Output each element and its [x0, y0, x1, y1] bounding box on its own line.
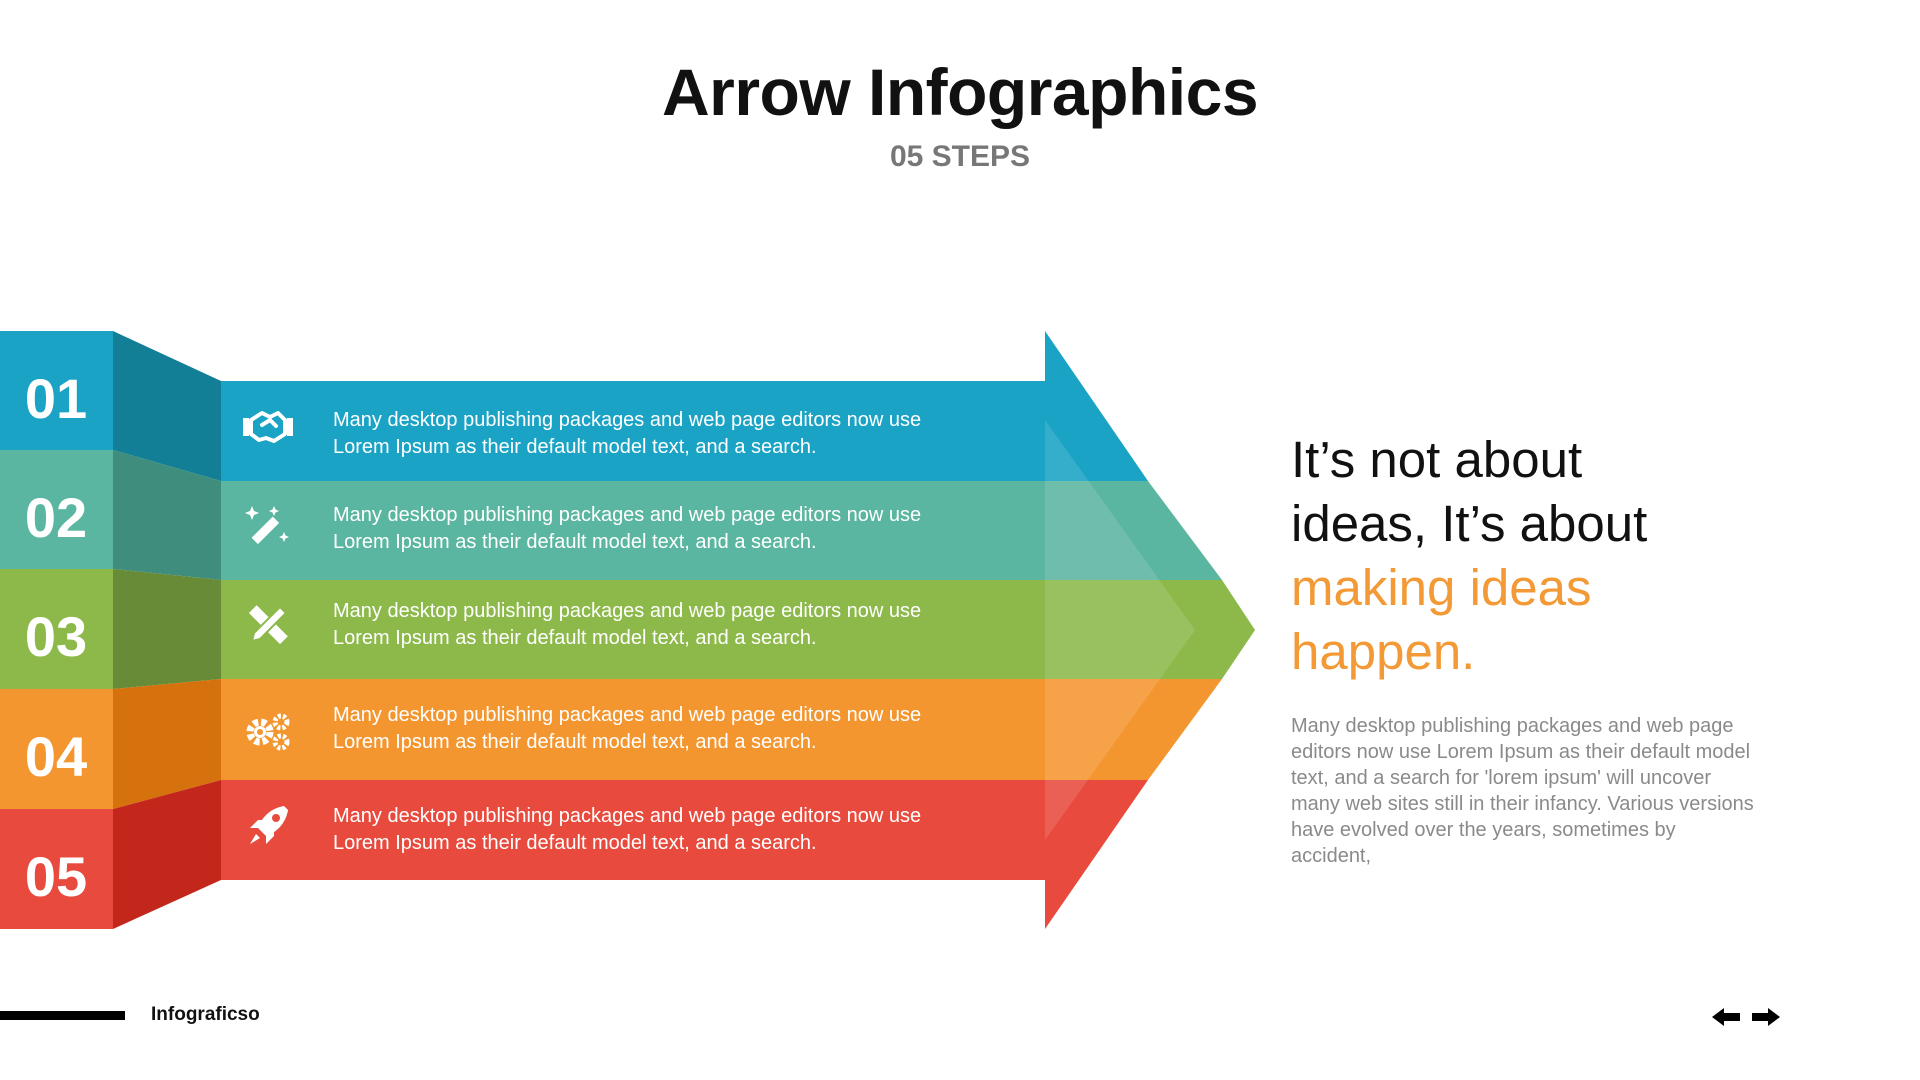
- headline-accent-line: making ideas: [1291, 559, 1592, 616]
- step-text-4: Many desktop publishing packages and web…: [333, 702, 1033, 756]
- arrow-left-icon[interactable]: [1712, 1008, 1740, 1026]
- step-3-fold: [113, 569, 221, 689]
- arrow-right-icon[interactable]: [1752, 1008, 1780, 1026]
- step-number-5: 05: [24, 845, 88, 908]
- step-text-line: Many desktop publishing packages and web…: [333, 600, 922, 622]
- step-2-band: [221, 481, 1222, 580]
- step-2-fold: [113, 450, 221, 580]
- side-headline: It’s not about ideas, It’s about making …: [1291, 428, 1851, 684]
- headline-line: ideas, It’s about: [1291, 495, 1648, 552]
- page-subtitle: 05 STEPS: [889, 140, 1031, 173]
- magic-wand-icon: [245, 506, 289, 545]
- step-text-3: Many desktop publishing packages and web…: [333, 598, 1033, 652]
- step-5-band: [221, 780, 1148, 929]
- slide-navigation: [1712, 1008, 1780, 1026]
- step-4-band: [221, 679, 1222, 780]
- step-text-line: Lorem Ipsum as their default model text,…: [333, 436, 817, 458]
- step-5-tab: [0, 809, 113, 929]
- step-text-line: Many desktop publishing packages and web…: [333, 504, 922, 526]
- step-text-line: Lorem Ipsum as their default model text,…: [333, 627, 817, 649]
- headline-accent-line: happen.: [1291, 623, 1476, 680]
- arrow-highlight: [1045, 420, 1195, 840]
- step-number-1: 01: [24, 367, 88, 430]
- step-text-5: Many desktop publishing packages and web…: [333, 803, 1033, 857]
- step-3-band: [221, 580, 1255, 679]
- step-1-fold: [113, 331, 221, 481]
- step-number-3: 03: [24, 605, 88, 668]
- step-1-band: [221, 331, 1148, 481]
- side-body-text: Many desktop publishing packages and web…: [1291, 715, 1754, 867]
- step-2-tab: [0, 450, 113, 569]
- step-1-tab: [0, 331, 113, 450]
- step-text-line: Many desktop publishing packages and web…: [333, 704, 922, 726]
- page-title: Arrow Infographics: [661, 55, 1259, 129]
- handshake-icon: [243, 411, 293, 443]
- footer-brand: Infograficso: [151, 1004, 260, 1025]
- step-3-tab: [0, 569, 113, 689]
- gears-icon: [246, 713, 290, 751]
- step-text-line: Many desktop publishing packages and web…: [333, 409, 922, 431]
- step-4-tab: [0, 689, 113, 809]
- step-text-1: Many desktop publishing packages and web…: [333, 407, 1033, 461]
- step-text-line: Lorem Ipsum as their default model text,…: [333, 731, 817, 753]
- step-text-line: Lorem Ipsum as their default model text,…: [333, 531, 817, 553]
- step-text-line: Many desktop publishing packages and web…: [333, 805, 922, 827]
- step-number-4: 04: [24, 725, 88, 788]
- step-number-2: 02: [24, 486, 88, 549]
- footer-bar: [0, 1011, 125, 1020]
- step-text-line: Lorem Ipsum as their default model text,…: [333, 832, 817, 854]
- rocket-icon: [250, 806, 288, 844]
- step-5-fold: [113, 780, 221, 929]
- pencil-ruler-icon: [248, 605, 288, 645]
- step-4-fold: [113, 679, 221, 809]
- step-text-2: Many desktop publishing packages and web…: [333, 502, 1033, 556]
- headline-line: It’s not about: [1291, 431, 1583, 488]
